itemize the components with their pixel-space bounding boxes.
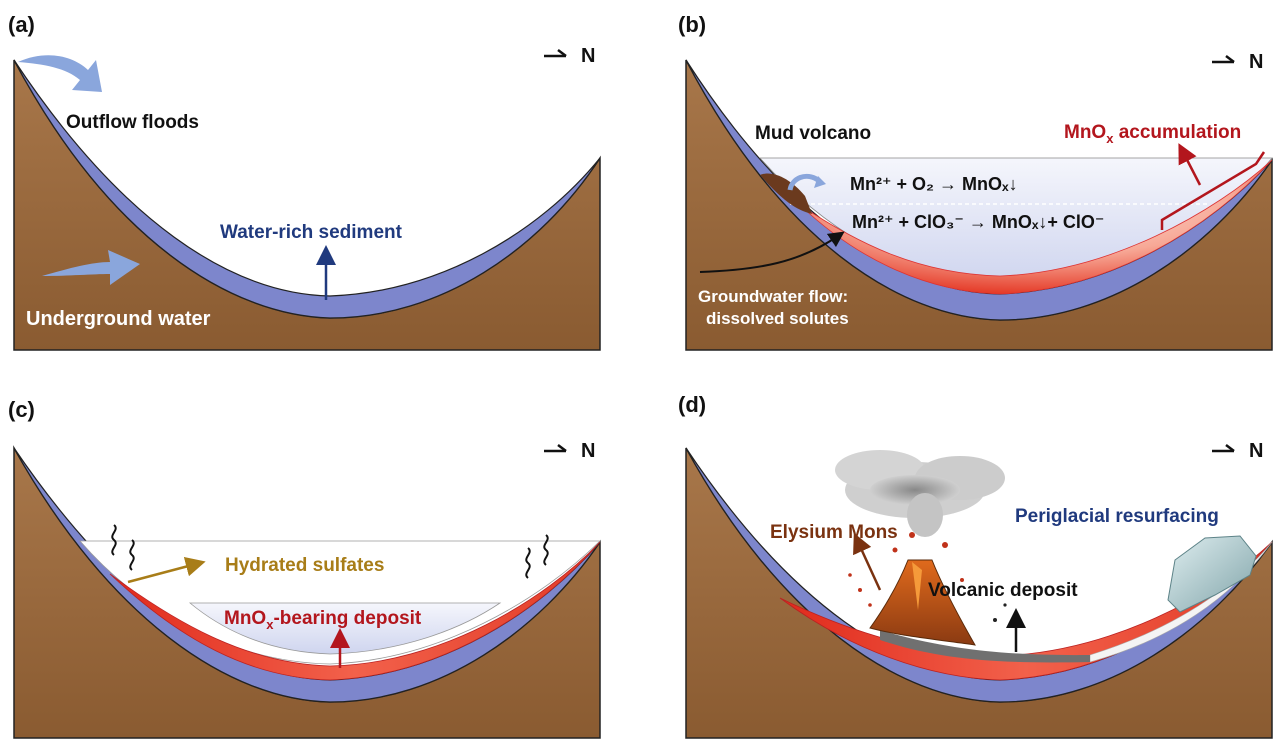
groundwater-label-1: Groundwater flow: (698, 287, 848, 306)
compass-n-b: N (1249, 51, 1263, 73)
volcanic-deposit-layer (880, 630, 1090, 663)
mnox-deposit-label: MnOx-bearing deposit (224, 608, 422, 632)
outflow-label: Outflow floods (66, 112, 199, 133)
panel-d: (d) N (678, 392, 1273, 739)
compass-d: N (1212, 440, 1263, 462)
compass-n-c: N (581, 440, 595, 462)
evaporation-icon-right (525, 534, 549, 579)
ice-block-icon (1167, 535, 1257, 613)
elysium-label: Elysium Mons (770, 522, 898, 543)
hydrated-arrow (127, 556, 206, 584)
evaporation-icon-left (111, 524, 135, 571)
water-rich-label: Water-rich sediment (220, 222, 403, 243)
water-layer-a (13, 59, 601, 319)
periglacial-label: Periglacial resurfacing (1015, 506, 1219, 527)
panel-c: (c) N Hydrated sulfates MnOx-bearing dep… (8, 397, 601, 739)
volcanic-label: Volcanic deposit (928, 580, 1078, 601)
mnox-layer-b (799, 159, 1273, 295)
mnox-layer-c (109, 541, 601, 681)
compass-c: N (544, 440, 595, 462)
panel-d-tag: (d) (678, 392, 706, 417)
ash-plume-icon (835, 450, 1005, 537)
periglacial-surface (1089, 541, 1273, 663)
accumulation-arrow (1178, 143, 1202, 186)
panel-a: (a) N Outflow floods Water-rich sediment… (8, 12, 601, 351)
panel-b-tag: (b) (678, 12, 706, 37)
outflow-arrow (18, 55, 102, 92)
mud-volcano-label: Mud volcano (755, 123, 871, 144)
underground-arrow (42, 250, 140, 285)
underground-label: Underground water (26, 308, 211, 330)
compass-n-a: N (581, 45, 595, 67)
equation-1: Mn²⁺ + O₂ → MnOₓ↓ (850, 174, 1018, 194)
compass-a: N (544, 45, 595, 67)
panel-c-tag: (c) (8, 397, 35, 422)
compass-n-d: N (1249, 440, 1263, 462)
mud-volcano (760, 173, 826, 214)
elysium-arrow (853, 532, 882, 591)
accumulation-bracket (1160, 151, 1266, 230)
mnox-accumulation-label: MnOx accumulation (1064, 122, 1241, 146)
groundwater-arrow (699, 231, 845, 273)
groundwater-label-2: dissolved solutes (706, 309, 849, 328)
panel-a-tag: (a) (8, 12, 35, 37)
compass-b: N (1212, 51, 1263, 73)
equation-2: Mn²⁺ + ClO₃⁻ → MnOₓ↓+ ClO⁻ (852, 212, 1104, 232)
hydrated-sulfates-label: Hydrated sulfates (225, 555, 384, 576)
panel-b: (b) N Mud volcano MnOx accumulation Mn²⁺… (678, 12, 1273, 351)
